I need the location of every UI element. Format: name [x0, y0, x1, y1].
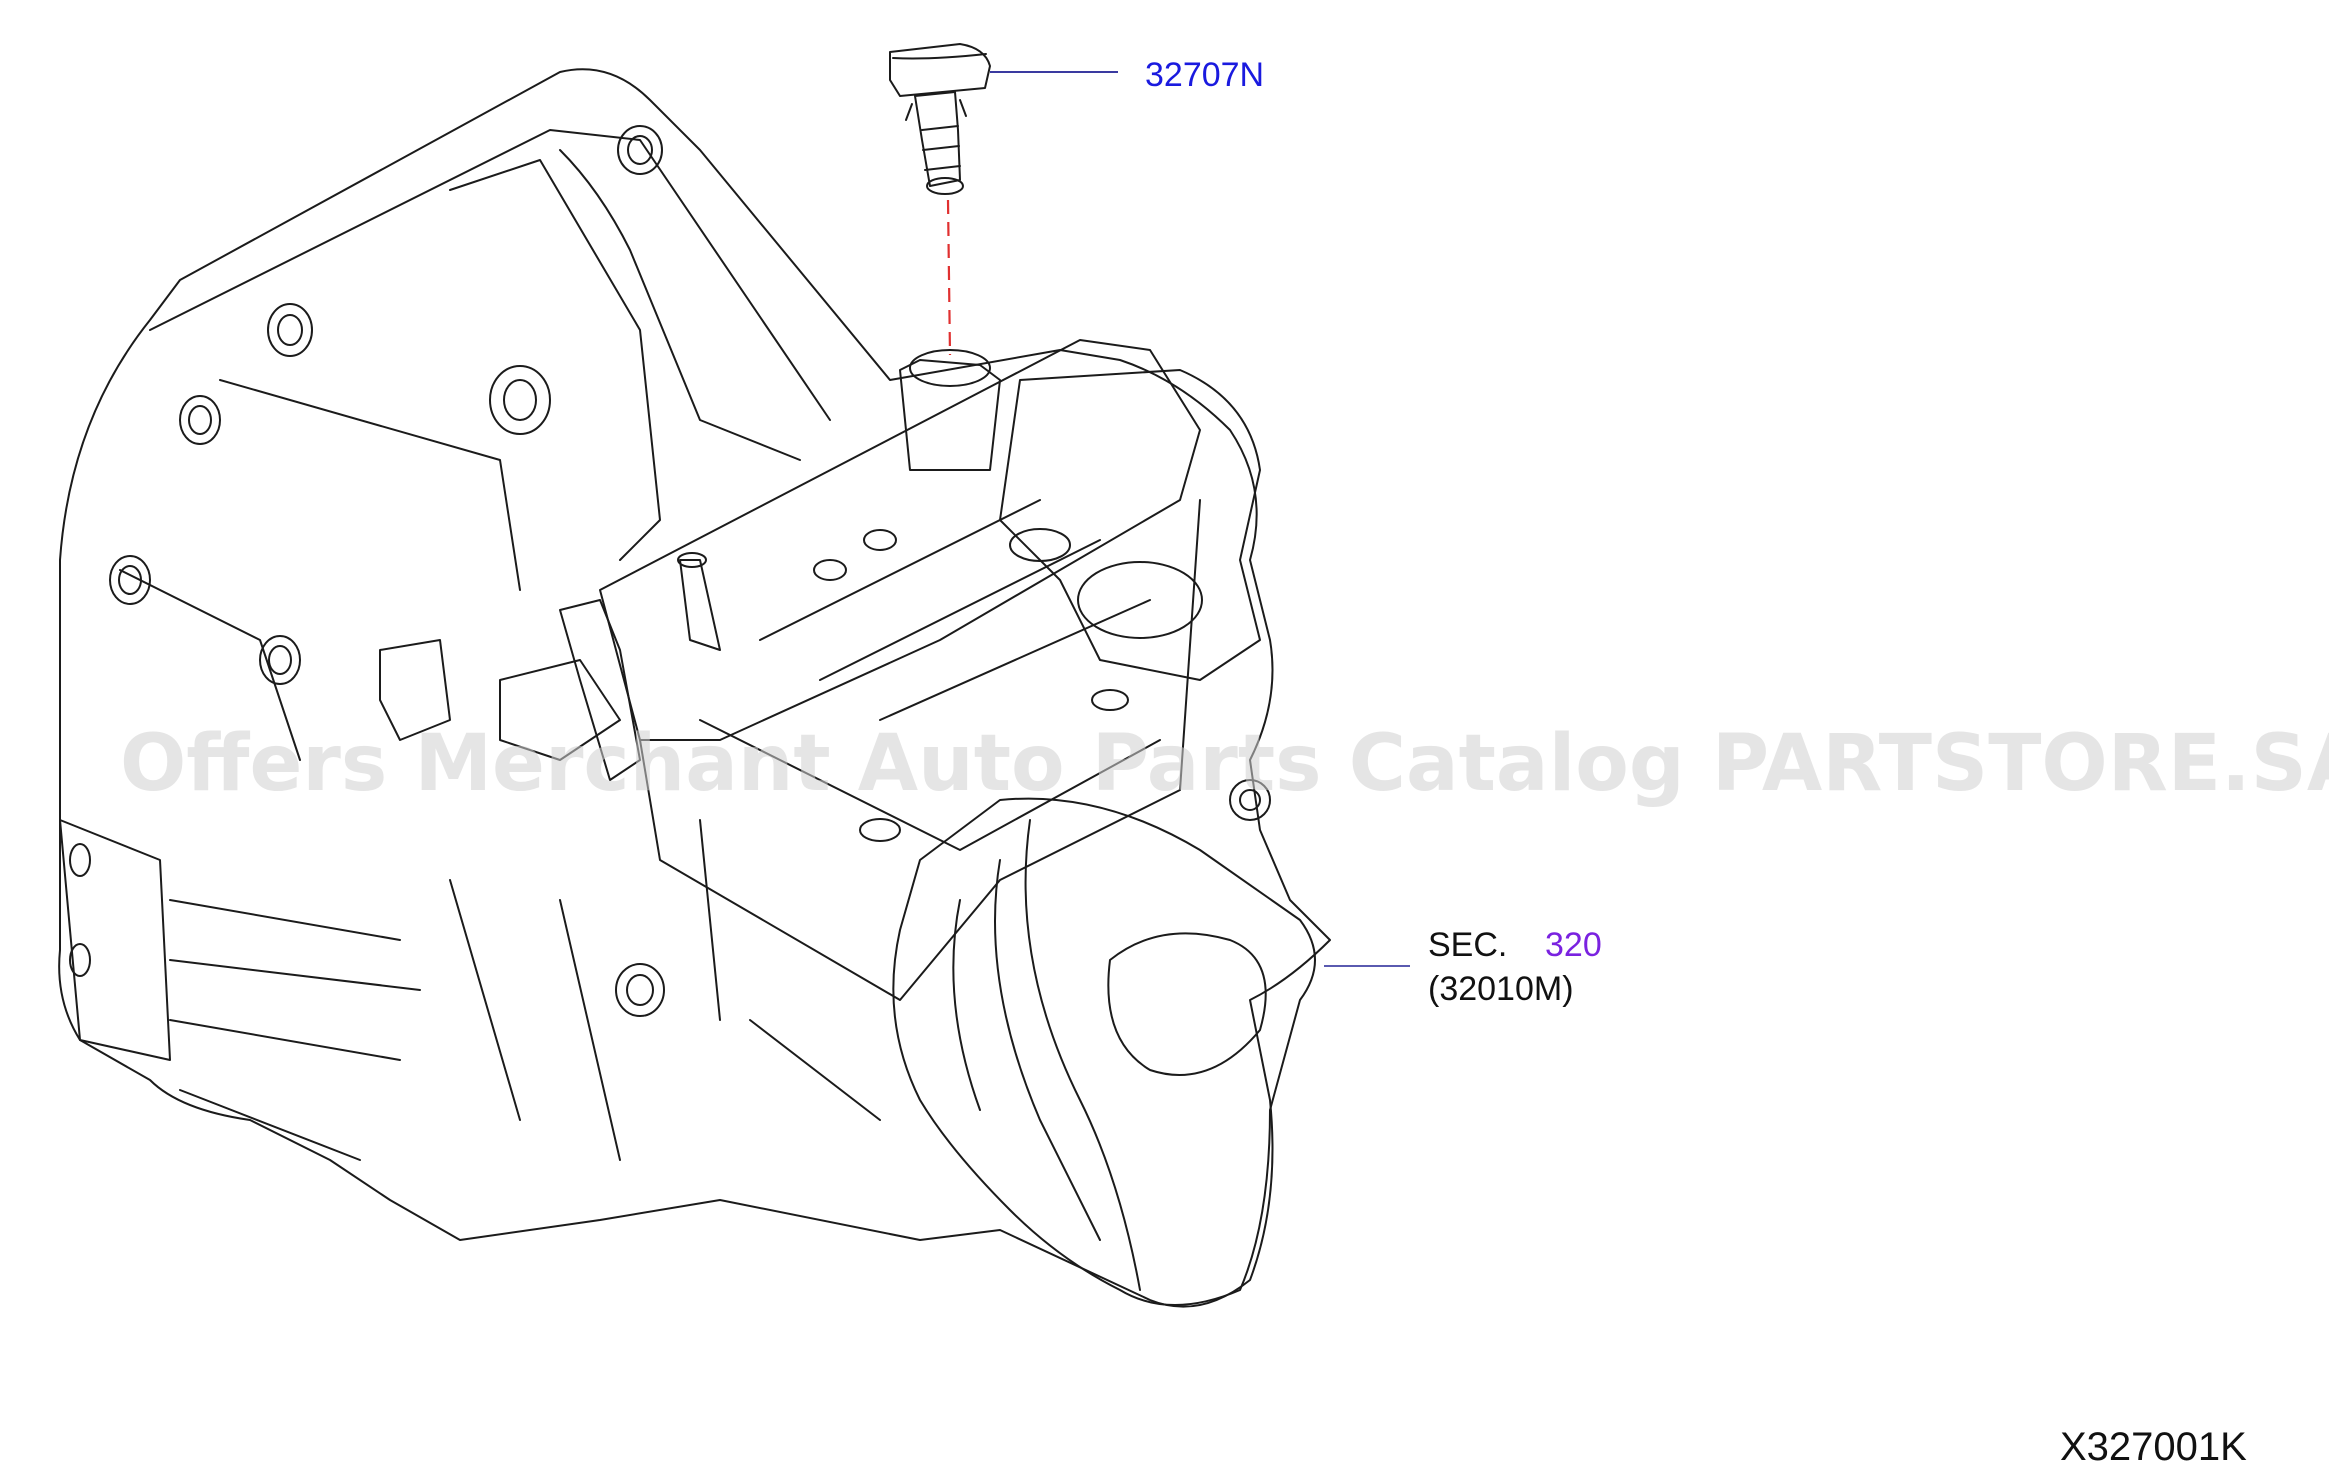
boss-right	[1229, 779, 1271, 821]
boss-deck-3	[859, 818, 901, 842]
bell-housing-outline	[58, 68, 1331, 1308]
bell-flange-bracket	[59, 819, 171, 1061]
gear-case-deck-edge	[639, 499, 1201, 1001]
vent-plug-fins	[905, 99, 967, 171]
boss-deck	[863, 529, 897, 551]
transmission-assembly-drawing	[58, 68, 1331, 1308]
gear-case-deck-rib	[699, 719, 1161, 851]
lower-case-lines	[449, 819, 881, 1161]
boss-right-inner	[1239, 789, 1261, 811]
boss-top-inner	[627, 135, 653, 165]
illustration-reference-code: X327001K	[2060, 1425, 2247, 1469]
case-brace-2	[119, 569, 301, 761]
end-cover-bore	[1077, 561, 1203, 639]
boss-deck-2	[813, 559, 847, 581]
section-320-link[interactable]: 320	[1545, 926, 1602, 964]
section-sub-part-label: (32010M)	[1428, 970, 1574, 1008]
vent-plug-cap-top	[892, 53, 987, 60]
shift-shaft-tip	[677, 552, 707, 568]
vent-plug-install-leader	[946, 199, 952, 356]
vent-plug-body	[914, 91, 961, 187]
bell-lower-ribs	[169, 899, 421, 1161]
boss-left-4-inner	[268, 645, 292, 675]
differential-housing-lip	[1107, 932, 1267, 1076]
vent-plug-tip	[926, 177, 964, 195]
case-ridge	[149, 129, 831, 421]
differential-housing-rib-2	[1024, 819, 1141, 1291]
vent-plug-cap	[889, 43, 991, 97]
boss-left-3-inner	[118, 565, 142, 595]
gear-case-deck-rib-2	[759, 499, 1151, 721]
boss-lower	[615, 963, 665, 1017]
boss-left-2-inner	[188, 405, 212, 435]
section-prefix-label: SEC.	[1428, 926, 1507, 964]
bracket-hole-2	[69, 943, 91, 977]
boss-left-4	[259, 635, 301, 685]
case-brace	[219, 379, 521, 591]
case-ridge-3	[559, 149, 801, 461]
differential-housing-rib	[952, 859, 1101, 1241]
boss-left-1-inner	[277, 314, 303, 346]
case-ridge-2	[449, 159, 661, 561]
differential-housing	[892, 797, 1316, 1306]
catalog-watermark: Offers Merchant Auto Parts Catalog PARTS…	[120, 719, 2329, 809]
boss-center-inner	[503, 379, 537, 421]
vent-plug-part[interactable]	[889, 43, 991, 195]
gear-case-deck	[599, 339, 1201, 741]
clutch-housing-window	[379, 639, 451, 741]
boss-left-2	[179, 395, 221, 445]
shift-lever	[559, 599, 641, 781]
shift-lever-2	[499, 659, 621, 761]
boss-left-1	[267, 303, 313, 357]
boss-deck-4	[1091, 689, 1129, 711]
boss-left-3	[109, 555, 151, 605]
vent-port-boss	[899, 359, 1001, 471]
boss-center	[489, 365, 551, 435]
end-cover-bore-inner	[1009, 528, 1071, 562]
boss-lower-inner	[626, 974, 654, 1006]
boss-top	[617, 125, 663, 175]
part-number-32707N-link[interactable]: 32707N	[1145, 56, 1264, 94]
vent-port-hole	[909, 349, 991, 387]
bracket-hole	[69, 843, 91, 877]
end-cover-flange	[999, 369, 1261, 681]
shift-shaft	[679, 559, 721, 651]
